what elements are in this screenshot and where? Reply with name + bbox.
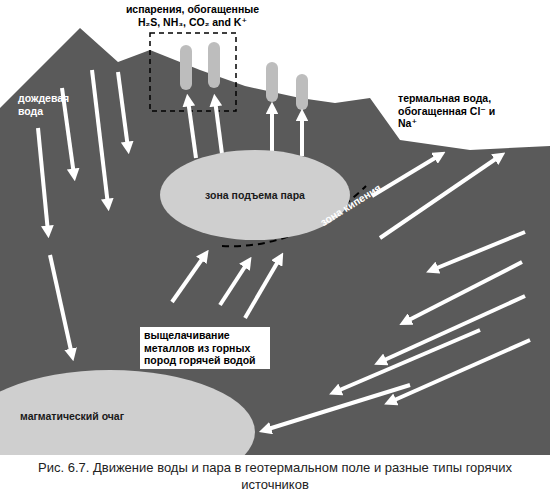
- recharge-arrow: [335, 330, 480, 392]
- recharge-arrow: [405, 262, 522, 322]
- recharge-arrow: [432, 232, 525, 270]
- rain-arrow: [38, 128, 48, 232]
- upflow-arrow: [220, 262, 248, 305]
- chamber-ellipse: [0, 370, 255, 455]
- magma-chamber: магматический очаг: [0, 370, 255, 455]
- vapour-plume: [208, 42, 220, 88]
- steam-arrow: [188, 100, 196, 158]
- vapour-label: испарения, обогащенные H₂S, NH₃, CO₂ and…: [125, 3, 260, 28]
- recharge-arrow: [390, 340, 530, 402]
- steam-rise-zone: зона подъема пара: [160, 150, 350, 240]
- zone-ellipse: [160, 150, 350, 240]
- node-label: зона подъема пара: [205, 189, 305, 202]
- thermal-water-label: термальная вода, обогащенная Cl⁻ и Na⁺: [398, 92, 498, 130]
- rain-arrow: [118, 72, 128, 148]
- rain-arrow: [50, 255, 72, 355]
- vapour-plumes: [180, 42, 308, 110]
- rain-arrow: [92, 70, 108, 205]
- thermal-arrow: [380, 156, 500, 238]
- fumarole-frame: [150, 33, 236, 111]
- upflow-arrow: [245, 258, 280, 318]
- vapour-plume: [180, 45, 192, 90]
- steam-arrow: [215, 100, 222, 154]
- rain-label: дождевая вода: [18, 92, 78, 117]
- node-label: выщелачивание металлов из горных пород г…: [144, 329, 266, 367]
- recharge-arrow: [265, 385, 410, 430]
- vapour-plume: [266, 62, 278, 102]
- steam-arrow: [300, 115, 304, 156]
- node-label: магматический очаг: [20, 410, 255, 423]
- figure-caption: Рис. 6.7. Движение воды и пара в геотерм…: [6, 460, 544, 494]
- upflow-arrow: [172, 255, 205, 302]
- steam-arrow: [270, 108, 274, 152]
- leaching-box: выщелачивание металлов из горных пород г…: [140, 327, 270, 369]
- vapour-plume: [296, 74, 308, 110]
